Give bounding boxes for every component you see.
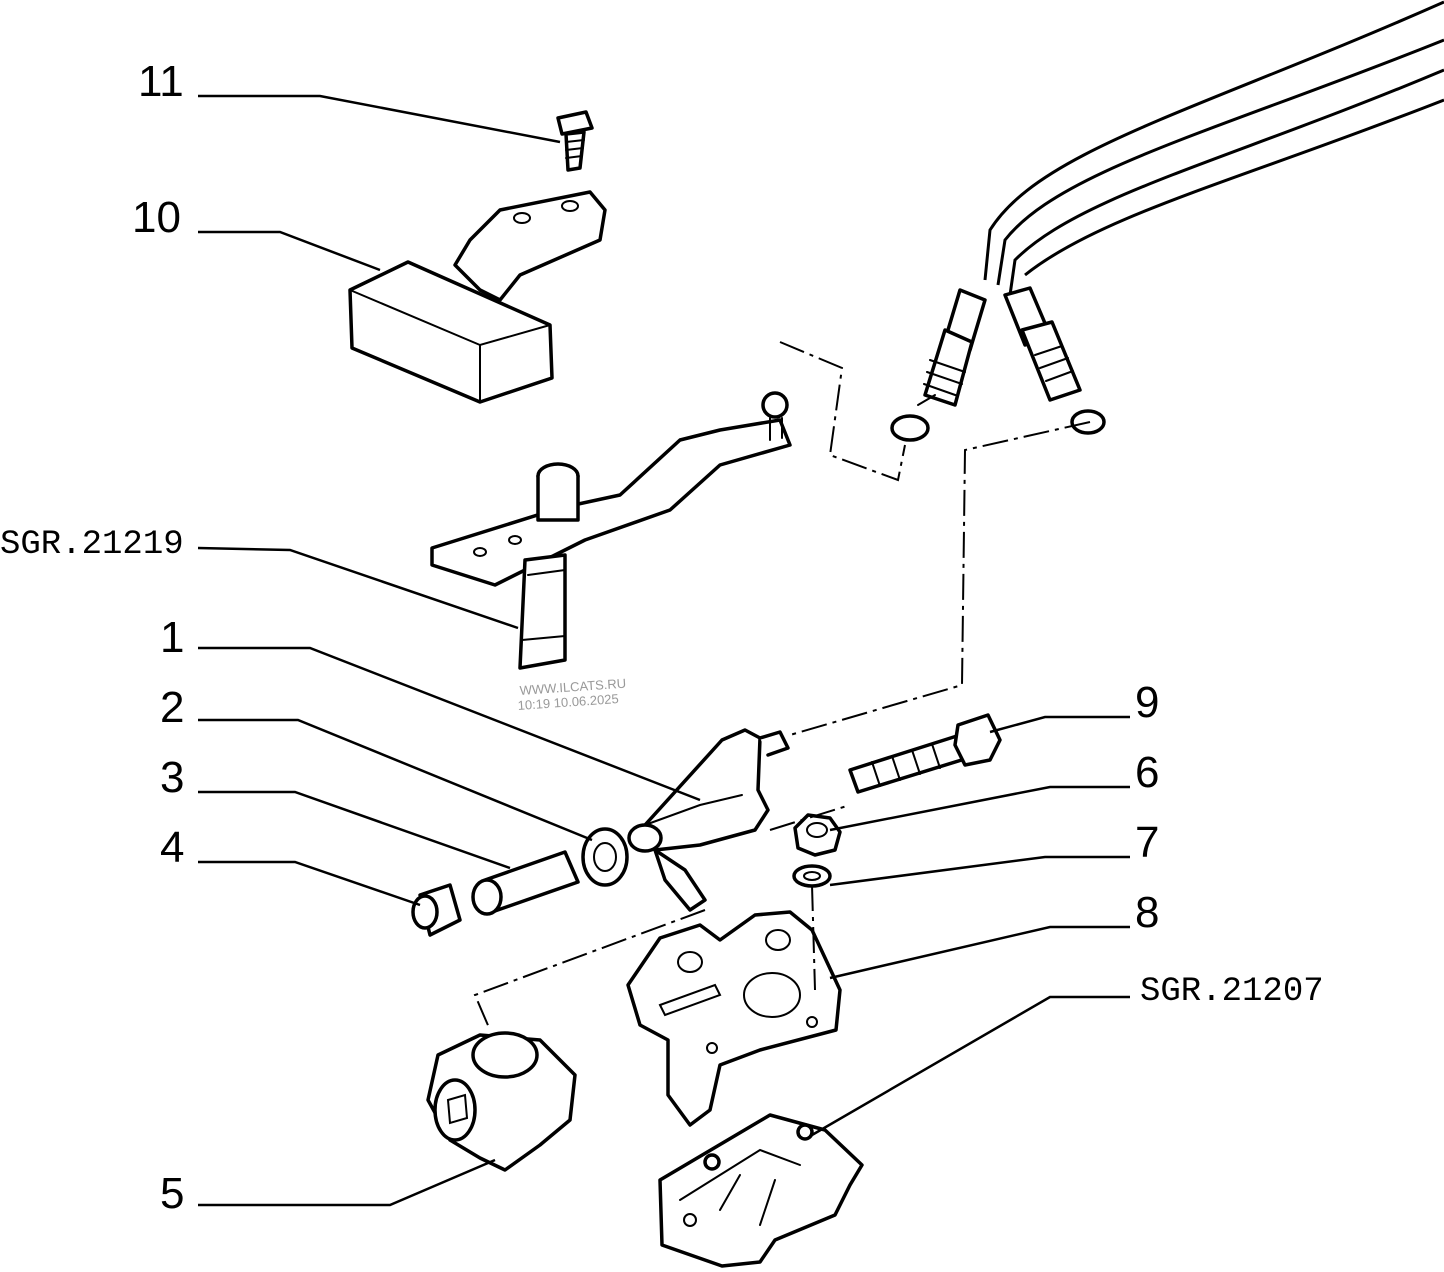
- part-6-nut: [793, 813, 842, 857]
- leader-lines: [197, 94, 1130, 1207]
- part-8-bracket: [626, 910, 842, 1127]
- callout-7: 7: [1135, 818, 1159, 867]
- part-9-bolt: [848, 713, 1002, 794]
- callout-2: 2: [160, 683, 184, 732]
- gear-cables: [890, 0, 1444, 442]
- callout-5: 5: [160, 1169, 184, 1218]
- part-5-rubber-mount: [426, 1031, 577, 1172]
- part-4-sleeve: [411, 883, 462, 937]
- part-1-shaft-lever: [627, 728, 790, 912]
- callout-3: 3: [160, 753, 184, 802]
- part-7-washer: [792, 864, 832, 888]
- part-3-bushing: [471, 850, 580, 916]
- shift-lever-assembly: [430, 391, 792, 670]
- part-2-ring-seal: [581, 827, 629, 887]
- callout-10: 10: [132, 193, 181, 242]
- part-11-bolt: [556, 110, 594, 172]
- callout-sgr-21219: SGR.21219: [0, 526, 184, 564]
- callout-9: 9: [1135, 678, 1159, 727]
- callout-4: 4: [160, 823, 184, 872]
- watermark-site: WWW.ILCATS.RU: [519, 676, 626, 698]
- part-10-lever-counterweight: [348, 190, 607, 404]
- base-bracket-assembly: [658, 1113, 864, 1268]
- assembly-centre-lines: [473, 341, 1091, 1031]
- callout-sgr-21207: SGR.21207: [1140, 973, 1324, 1011]
- callout-1: 1: [160, 613, 184, 662]
- callout-6: 6: [1135, 748, 1159, 797]
- callout-8: 8: [1135, 888, 1159, 937]
- watermark-timestamp: 10:19 10.06.2025: [517, 691, 619, 713]
- callout-11: 11: [138, 57, 184, 106]
